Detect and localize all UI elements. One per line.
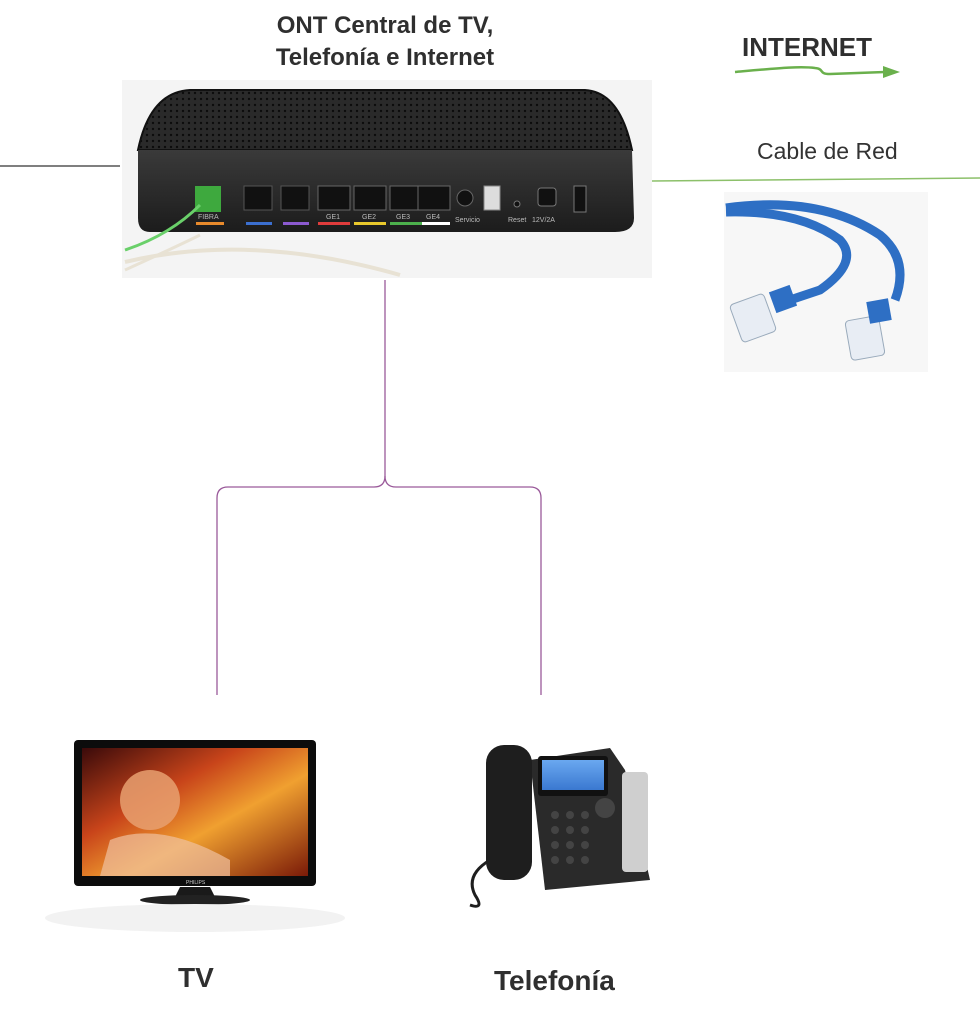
port-label-power: 12V/2A [532, 217, 555, 224]
telefonia-label: Telefonía [494, 965, 615, 996]
ip-phone-image [469, 745, 650, 908]
port-label-fibra: FIBRA [198, 214, 219, 221]
cable-label: Cable de Red [757, 138, 898, 164]
cable-line [651, 177, 980, 182]
tv-label: TV [178, 962, 214, 993]
tv-brand-label: PHILIPS [186, 880, 206, 886]
port-label-servicio: Servicio [455, 217, 480, 224]
internet-arrow-icon [734, 65, 900, 78]
port-label-ge2: GE2 [362, 214, 376, 221]
port-label-ge1: GE1 [326, 214, 340, 221]
title-line-2: Telefonía e Internet [275, 44, 495, 71]
title-line-1: ONT Central de TV, [276, 12, 494, 39]
diagram-title: ONT Central de TV, Telefonía e Internet [220, 10, 550, 74]
distribution-lines [216, 280, 542, 695]
port-label-reset: Reset [508, 217, 526, 224]
port-label-ge3: GE3 [396, 214, 410, 221]
ont-router-image: FIBRA GE1 GE2 GE3 GE4 Servicio Reset 12V… [122, 80, 652, 278]
port-label-ge4: GE4 [426, 214, 440, 221]
internet-label: INTERNET [742, 32, 872, 62]
ethernet-cable-image [724, 192, 928, 372]
tv-image: PHILIPS [45, 740, 345, 932]
